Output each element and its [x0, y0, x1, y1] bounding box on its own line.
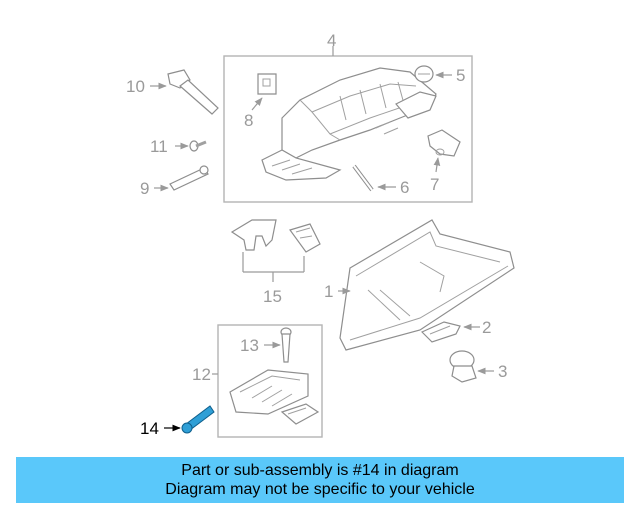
callout-10: 10 [126, 77, 145, 96]
callout-14: 14 [140, 419, 159, 438]
callout-15: 15 [263, 287, 282, 306]
assembly-box-12: 12 [192, 324, 323, 438]
parts-diagram: 4 8 5 7 6 [126, 31, 515, 438]
callout-1: 1 [324, 282, 333, 301]
callout-12: 12 [192, 365, 211, 384]
banner-line-2: Diagram may not be specific to your vehi… [165, 481, 475, 498]
banner-line-1: Part or sub-assembly is #14 in diagram [181, 462, 459, 479]
callout-13: 13 [240, 336, 259, 355]
part-6-damper: 6 [352, 164, 409, 197]
part-1-glove-box: 1 [324, 219, 515, 351]
callout-4: 4 [327, 31, 336, 50]
part-11-screw: 11 [150, 137, 207, 156]
callout-2: 2 [482, 318, 491, 337]
part-9-pin: 9 [140, 165, 209, 198]
callout-7: 7 [430, 175, 439, 194]
part-10-hinge: 10 [126, 69, 219, 115]
part-7-latch: 7 [427, 129, 461, 194]
part-3-lamp: 3 [449, 350, 507, 383]
glove-box-housing [261, 67, 437, 181]
part-5-bumper: 5 [414, 65, 465, 85]
callout-8: 8 [244, 111, 253, 130]
lower-tray [229, 369, 320, 425]
callout-3: 3 [498, 362, 507, 381]
info-banner: Part or sub-assembly is #14 in diagram D… [16, 457, 624, 503]
part-15-brackets: 15 [230, 219, 321, 306]
part-13-lock: 13 [240, 327, 292, 363]
callout-9: 9 [140, 179, 149, 198]
callout-11: 11 [150, 137, 168, 156]
part-8-clip: 8 [244, 73, 277, 130]
callout-6: 6 [400, 178, 409, 197]
assembly-box-4: 4 [223, 31, 473, 203]
part-2-striker: 2 [420, 318, 491, 343]
callout-5: 5 [456, 66, 465, 85]
part-14-bolt: 14 [140, 405, 215, 438]
